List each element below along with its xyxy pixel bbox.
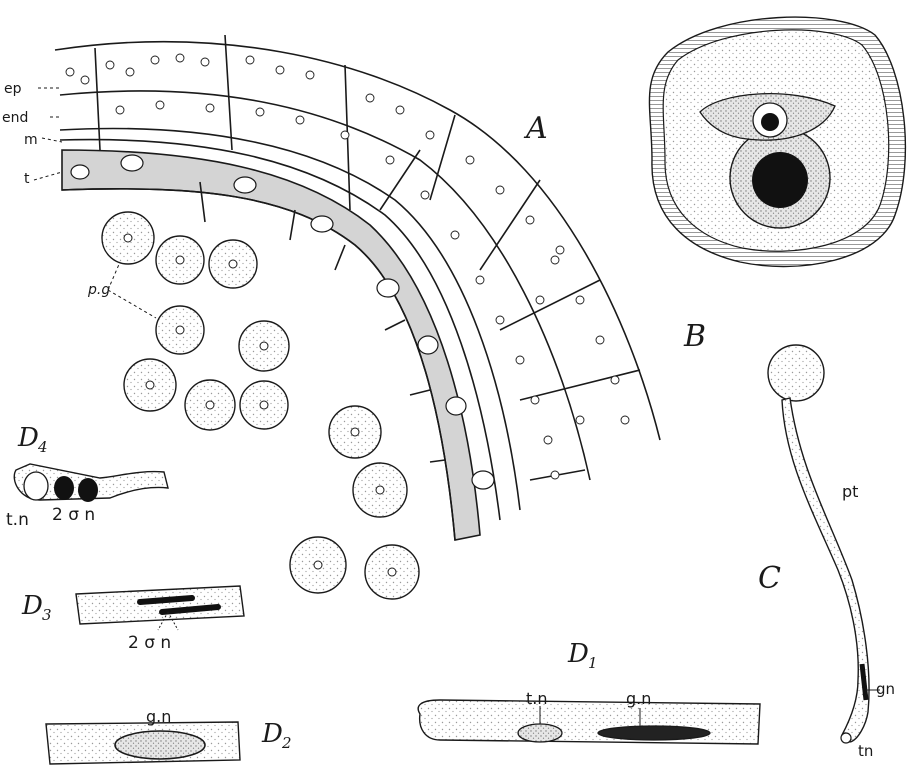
label-tn-c: tn: [858, 742, 873, 760]
tube-d3: [76, 586, 244, 630]
label-panel-d1: D: [567, 639, 589, 669]
label-pg: p.g: [87, 282, 110, 298]
label-d1-tn: t.n: [526, 689, 548, 708]
label-ep: ep: [4, 81, 22, 97]
label-gn-c: gn: [876, 680, 895, 698]
label-panel-d1-sub: 1: [588, 654, 598, 672]
tube-d1: [418, 700, 760, 744]
label-end: end: [2, 110, 28, 126]
label-d2-gn: g.n: [146, 707, 171, 726]
label-panel-d2-sub: 2: [281, 734, 292, 752]
label-d3-2sn: 2 σ n: [128, 633, 171, 653]
layer-leader-lines: [34, 88, 62, 180]
label-panel-d2: D: [261, 719, 283, 749]
pollen-grain-mature: [649, 17, 905, 266]
label-panel-d3-sub: 3: [42, 606, 52, 624]
label-d4-tn: t.n: [6, 510, 29, 530]
tube-d4: [14, 464, 168, 502]
label-d4-2sn: 2 σ n: [52, 505, 95, 525]
label-m: m: [24, 132, 38, 148]
label-t: t: [24, 171, 30, 187]
pollen-tube: [768, 345, 880, 743]
label-panel-d4: D: [17, 423, 39, 453]
pg-leader-lines: [108, 262, 156, 318]
label-panel-d4-sub: 4: [37, 438, 48, 456]
label-panel-a: A: [523, 111, 548, 146]
anther-wall-section: [55, 35, 660, 540]
label-panel-d3: D: [21, 591, 43, 621]
endothecium-outer: [60, 91, 590, 480]
label-panel-c: C: [758, 561, 781, 596]
tube-d2: [46, 722, 240, 764]
label-d1-gn: g.n: [626, 689, 651, 708]
label-pt: pt: [842, 482, 858, 501]
label-panel-b: B: [683, 319, 706, 354]
